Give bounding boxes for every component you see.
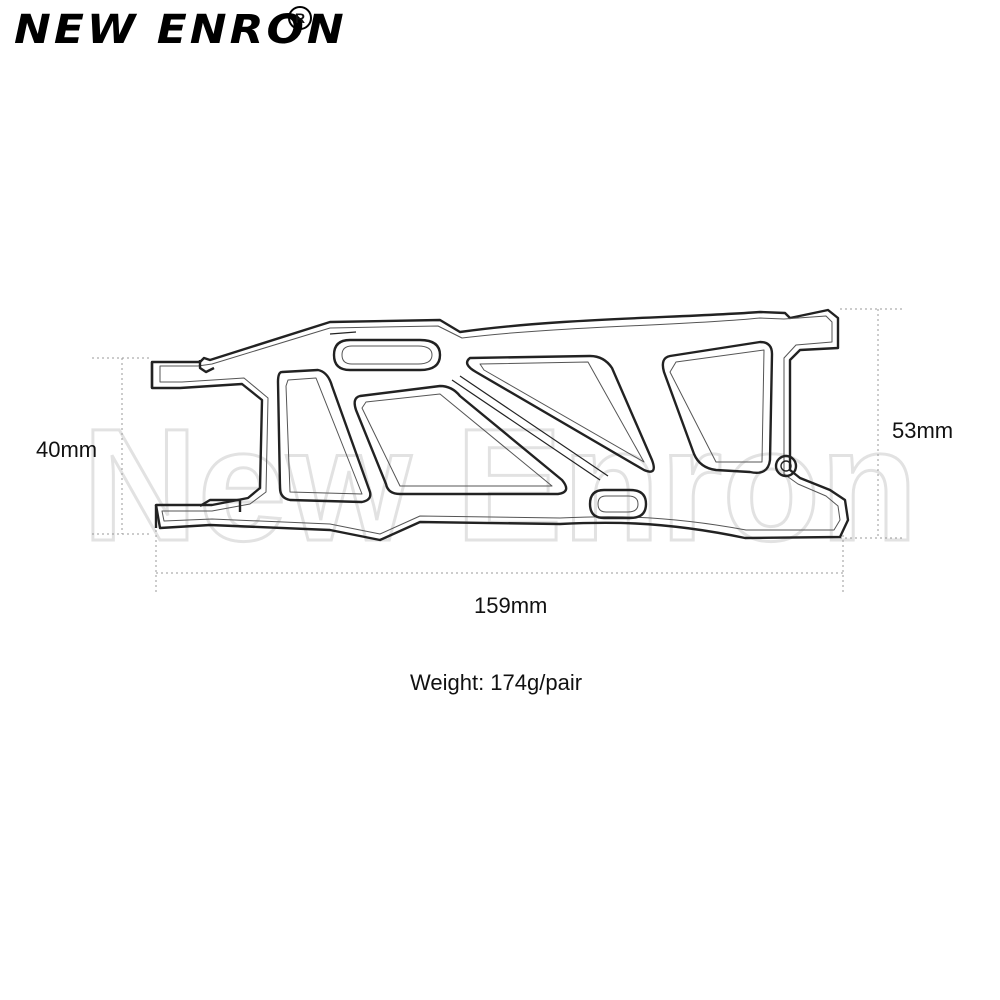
dimension-label-height-right: 53mm: [892, 418, 954, 443]
watermark-text: New Enron: [82, 395, 918, 574]
weight-label: Weight: 174g/pair: [410, 670, 583, 695]
arm-outline: [150, 308, 850, 542]
dimension-lines: [92, 308, 905, 595]
registered-mark-icon: R: [288, 6, 312, 30]
dimension-label-length: 159mm: [474, 593, 548, 618]
dimension-label-height-left: 40mm: [36, 437, 98, 462]
